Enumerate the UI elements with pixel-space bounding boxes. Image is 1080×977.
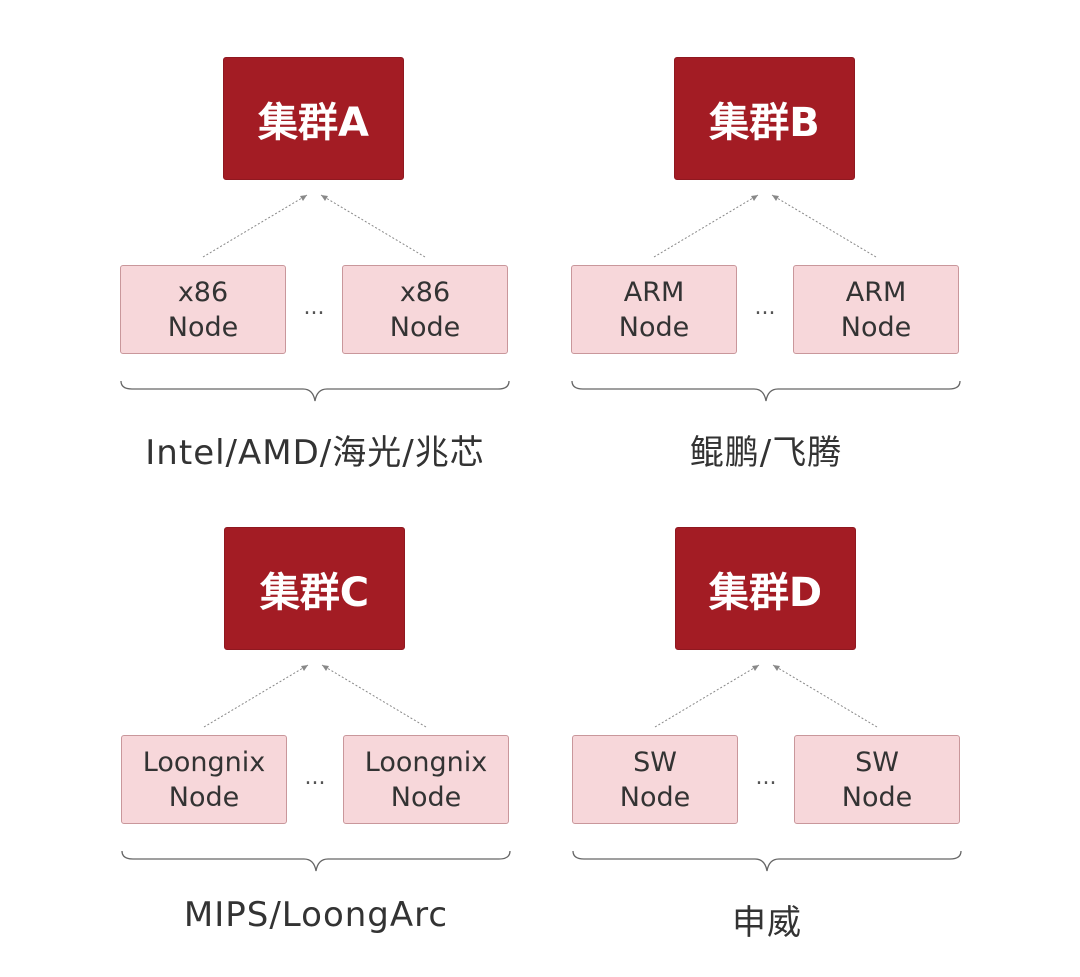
vendor-label: 鲲鹏/飞腾 <box>689 433 843 473</box>
node-label: Node <box>390 781 462 813</box>
node-arch-label: ARM <box>845 276 907 308</box>
node-box-left: ARM Node <box>571 265 737 354</box>
cluster-group-d: 集群D SW Node ... SW Node 申威 <box>572 527 1022 977</box>
connector-arrows <box>654 664 878 728</box>
node-arch-label: SW <box>633 746 677 778</box>
node-label: Node <box>841 781 913 813</box>
vendor-label: Intel/AMD/海光/兆芯 <box>145 433 485 473</box>
node-box-left: Loongnix Node <box>121 735 287 824</box>
cluster-group-c: 集群C Loongnix Node ... Loongnix Node MIPS… <box>121 527 571 977</box>
cluster-group-b: 集群B ARM Node ... ARM Node 鲲鹏/飞腾 <box>571 57 1021 507</box>
cluster-box: 集群B <box>674 57 855 180</box>
ellipsis: ... <box>303 295 325 320</box>
node-box-right: Loongnix Node <box>343 735 509 824</box>
curly-brace <box>572 850 962 872</box>
ellipsis: ... <box>754 295 776 320</box>
cluster-box: 集群C <box>224 527 405 650</box>
node-label: Node <box>840 311 912 343</box>
node-arch-label: ARM <box>623 276 685 308</box>
node-box-right: SW Node <box>794 735 960 824</box>
node-box-left: SW Node <box>572 735 738 824</box>
node-box-left: x86 Node <box>120 265 286 354</box>
node-box-right: ARM Node <box>793 265 959 354</box>
connector-arrows <box>653 194 877 258</box>
cluster-group-a: 集群A x86 Node ... x86 Node Intel/AMD/海光/兆… <box>120 57 570 507</box>
node-arch-label: Loongnix <box>142 746 266 778</box>
node-label: Node <box>619 781 691 813</box>
node-arch-label: Loongnix <box>364 746 488 778</box>
cluster-box: 集群A <box>223 57 404 180</box>
node-label: Node <box>168 781 240 813</box>
node-box-right: x86 Node <box>342 265 508 354</box>
connector-arrows <box>203 664 427 728</box>
node-label: Node <box>389 311 461 343</box>
node-label: Node <box>167 311 239 343</box>
node-arch-label: x86 <box>177 276 229 308</box>
ellipsis: ... <box>304 765 326 790</box>
node-arch-label: SW <box>855 746 899 778</box>
node-arch-label: x86 <box>399 276 451 308</box>
curly-brace <box>121 850 511 872</box>
vendor-label: MIPS/LoongArc <box>183 895 449 935</box>
cluster-box: 集群D <box>675 527 856 650</box>
curly-brace <box>120 380 510 402</box>
node-label: Node <box>618 311 690 343</box>
vendor-label: 申威 <box>732 903 802 943</box>
ellipsis: ... <box>755 765 777 790</box>
curly-brace <box>571 380 961 402</box>
connector-arrows <box>202 194 426 258</box>
